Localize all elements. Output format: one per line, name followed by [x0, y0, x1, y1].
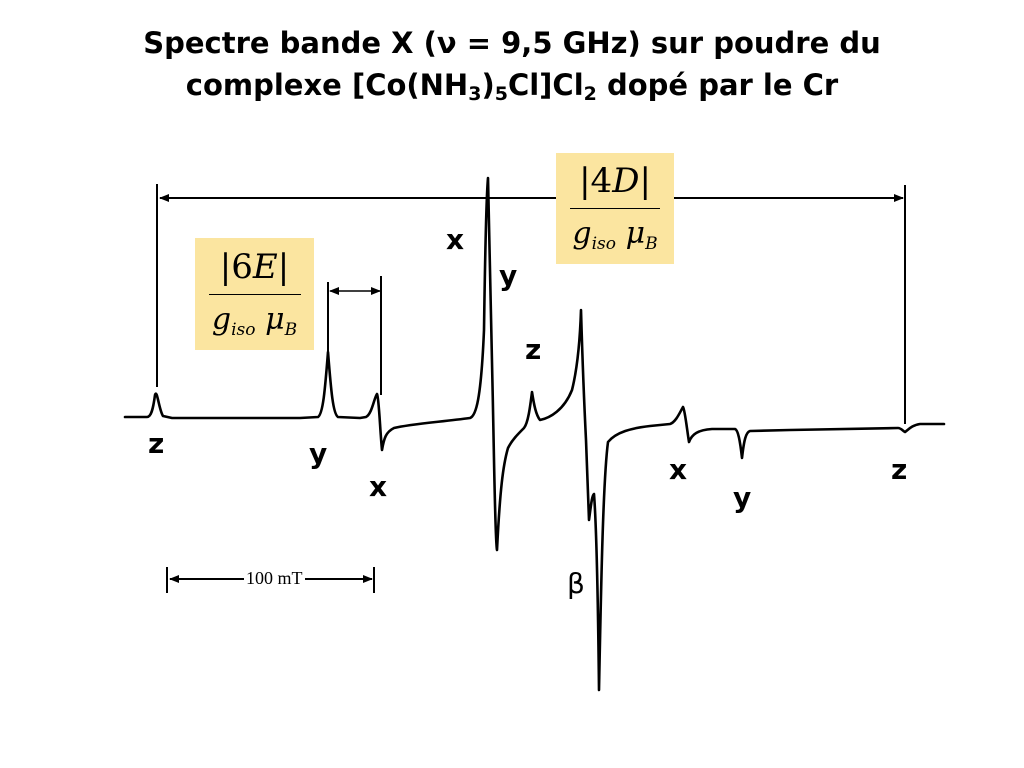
label-z-left: z [148, 427, 165, 460]
nu-symbol: ν [436, 26, 457, 60]
formula-4d-numerator: |4D| [579, 161, 651, 201]
label-z-right: z [891, 453, 908, 486]
label-beta: β [567, 567, 585, 600]
label-y-center: y [499, 259, 518, 292]
page-title: Spectre bande X (ν = 9,5 GHz) sur poudre… [0, 22, 1024, 106]
formula-6e-denominator: giso μB [211, 302, 298, 340]
spectrum-trace [123, 176, 946, 692]
formula-6e-fraction-bar [209, 294, 301, 295]
label-x-left: x [369, 470, 388, 503]
formula-box-4d: |4D| giso μB [556, 153, 674, 264]
label-y-left: y [309, 437, 328, 470]
formula-6e-numerator: |6E| [219, 247, 290, 287]
title-line-2: complexe [Co(NH3)5Cl]Cl2 dopé par le Cr [185, 68, 839, 105]
label-x-center: x [446, 223, 465, 256]
formula-box-6e: |6E| giso μB [195, 238, 314, 350]
title-line-1: Spectre bande X (ν = 9,5 GHz) sur poudre… [143, 26, 881, 60]
formula-4d-fraction-bar [570, 208, 660, 209]
label-y-right: y [733, 481, 752, 514]
formula-4d-denominator: giso μB [572, 216, 658, 254]
label-z-center: z [525, 333, 542, 366]
label-x-right: x [669, 453, 688, 486]
scale-bar-label: 100 mT [244, 568, 305, 589]
